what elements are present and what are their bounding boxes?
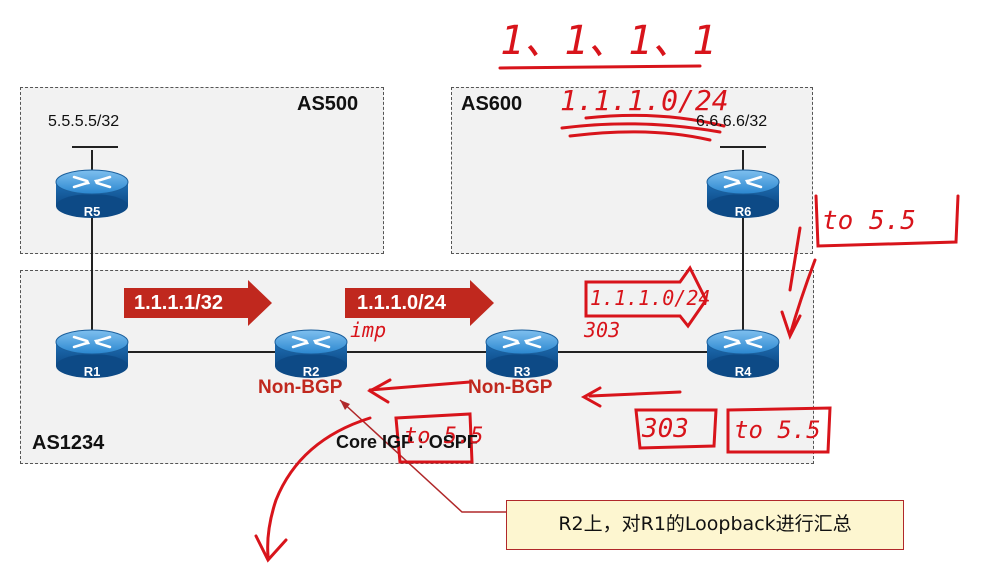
router-r4-label: R4	[735, 364, 752, 379]
router-r3-label: R3	[514, 364, 531, 379]
callout-leader	[339, 399, 506, 513]
router-r5: R5	[54, 168, 130, 220]
handwritten-top-address: 1、1、1、1	[500, 18, 717, 64]
advert-arrow-2-label: 1.1.1.0/24	[357, 292, 446, 314]
handwritten-r4-box-prefix: 1.1.1.0/24	[590, 286, 711, 310]
handwritten-mid-to: to 5.5	[404, 424, 484, 449]
handwritten-bottom-number: 303	[642, 414, 689, 444]
handwritten-imp: imp	[350, 318, 387, 342]
pen-annotations	[254, 64, 960, 563]
router-r6-label: R6	[735, 204, 752, 219]
handwritten-r4-number: 303	[584, 318, 621, 342]
as600-label: AS600	[461, 93, 523, 115]
handwritten-as600-note: 1.1.1.0/24	[560, 84, 729, 117]
r2-non-bgp-label: Non-BGP	[258, 377, 343, 398]
callout-box: R2上，对R1的Loopback进行汇总	[506, 500, 904, 550]
router-r5-label: R5	[84, 204, 101, 219]
r3-non-bgp-label: Non-BGP	[468, 377, 553, 398]
r6-loopback-prefix: 6.6.6.6/32	[696, 113, 768, 130]
router-r3: R3	[484, 328, 560, 380]
r5-loopback-prefix: 5.5.5.5/32	[48, 113, 120, 130]
handwritten-to-r5: to 5.5	[822, 206, 916, 236]
advert-arrow-2	[345, 280, 494, 326]
router-r2: R2	[273, 328, 349, 380]
as1234-label: AS1234	[32, 432, 105, 454]
router-r2-label: R2	[303, 364, 320, 379]
router-r1-label: R1	[84, 364, 101, 379]
core-igp-label: Core IGP : OSPF	[336, 432, 478, 452]
advert-arrow-1	[124, 280, 272, 326]
as500-label: AS500	[297, 93, 359, 115]
callout-leader-head	[340, 400, 350, 410]
router-r1: R1	[54, 328, 130, 380]
router-r6: R6	[705, 168, 781, 220]
router-r4: R4	[705, 328, 781, 380]
handwritten-bottom-to: to 5.5	[734, 416, 821, 444]
advert-arrow-1-label: 1.1.1.1/32	[134, 292, 223, 314]
